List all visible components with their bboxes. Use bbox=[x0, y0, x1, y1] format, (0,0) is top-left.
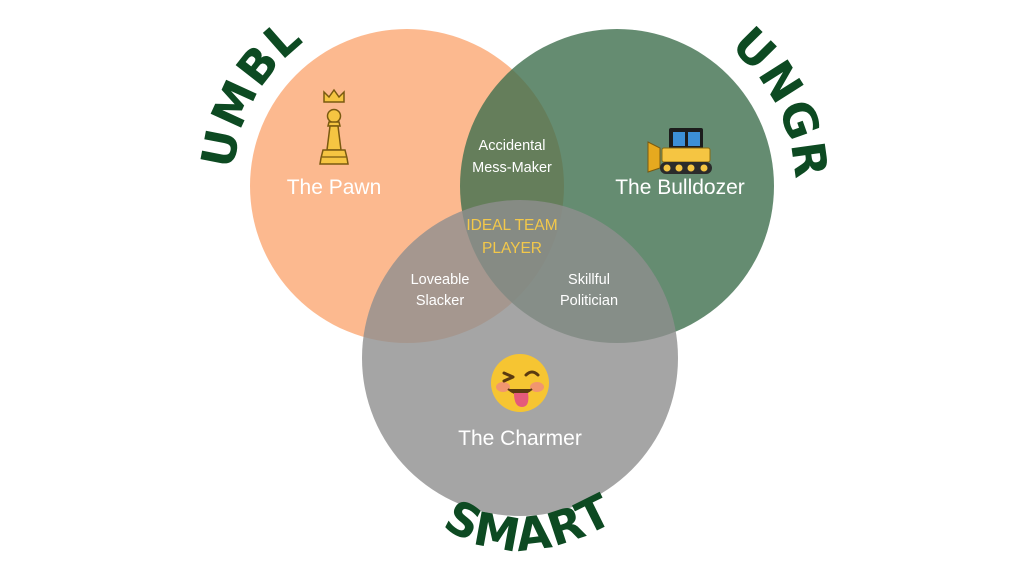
pawn-label: The Pawn bbox=[287, 176, 382, 199]
loveable-slacker-line2: Slacker bbox=[416, 293, 465, 309]
charmer-label: The Charmer bbox=[458, 427, 582, 450]
chess-pawn-icon bbox=[319, 88, 349, 165]
skillful-politician-line1: Skillful bbox=[568, 272, 610, 288]
ideal-team-player-line1: IDEAL TEAM bbox=[466, 217, 557, 234]
ideal-team-player-line2: PLAYER bbox=[482, 240, 542, 257]
loveable-slacker-line1: Loveable bbox=[411, 272, 470, 288]
winking-tongue-face-icon bbox=[491, 354, 549, 412]
bulldozer-icon bbox=[647, 128, 712, 174]
accidental-mess-maker-line1: Accidental bbox=[479, 138, 546, 154]
skillful-politician-line2: Politician bbox=[560, 293, 618, 309]
accidental-mess-maker-line2: Mess-Maker bbox=[472, 160, 552, 176]
bulldozer-label: The Bulldozer bbox=[615, 176, 745, 199]
